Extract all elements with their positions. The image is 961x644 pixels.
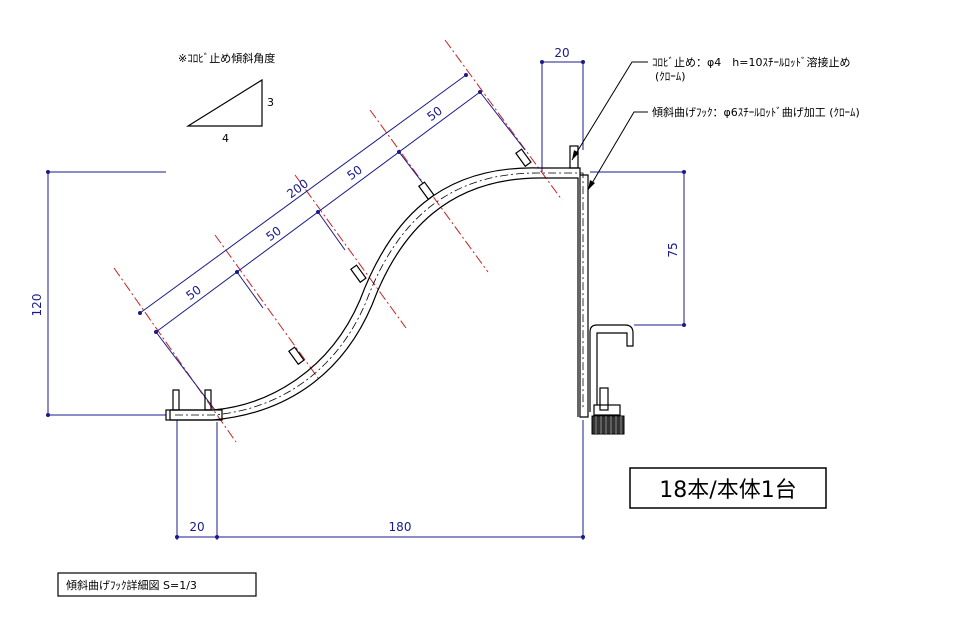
- slope-run-label: 4: [222, 132, 229, 145]
- slope-note: ※ｺﾛﾋﾞ止め傾斜角度: [178, 51, 275, 65]
- slope-legend: ※ｺﾛﾋﾞ止め傾斜角度 3 4: [178, 51, 275, 145]
- dimension-ticks: [46, 60, 686, 539]
- slope-triangle: [185, 78, 263, 127]
- dimension-lines: [47, 61, 685, 540]
- leader-stopper-text: ｺﾛﾋﾞ止め：φ4 h=10ｽﾁｰﾙﾛｯﾄﾞ溶接止め: [652, 55, 850, 69]
- hook-rod: [169, 167, 589, 421]
- quantity-text: 18本/本体1台: [659, 478, 796, 503]
- leader-arrows: [572, 150, 595, 190]
- leader-lines: [571, 61, 648, 191]
- dim-top-20: 20: [554, 46, 569, 60]
- quantity-box: 18本/本体1台: [629, 467, 827, 509]
- dim-hook-75: 75: [666, 242, 680, 257]
- left-base: [165, 389, 223, 421]
- dim-span-180: 180: [389, 520, 412, 534]
- dim-incline-seg-1: 50: [183, 283, 204, 303]
- title-block: 傾斜曲げﾌｯｸ詳細図 S=1/3: [57, 572, 257, 597]
- dim-base-20: 20: [189, 520, 204, 534]
- dim-height-120: 120: [30, 294, 44, 317]
- title-text: 傾斜曲げﾌｯｸ詳細図 S=1/3: [66, 578, 197, 592]
- side-bracket: [589, 324, 634, 416]
- dim-incline-seg-2: 50: [263, 224, 284, 244]
- leader-hook-text: 傾斜曲げﾌｯｸ：φ6ｽﾁｰﾙﾛｯﾄﾞ曲げ加工 (ｸﾛｰﾑ): [652, 105, 860, 119]
- leader-stopper-text-2: (ｸﾛｰﾑ): [655, 70, 686, 83]
- stopper-pins: [288, 148, 532, 366]
- centerlines: [113, 39, 563, 443]
- slope-rise-label: 3: [267, 96, 274, 109]
- knob-icon: [591, 415, 625, 435]
- top-weld-pin: [569, 145, 579, 169]
